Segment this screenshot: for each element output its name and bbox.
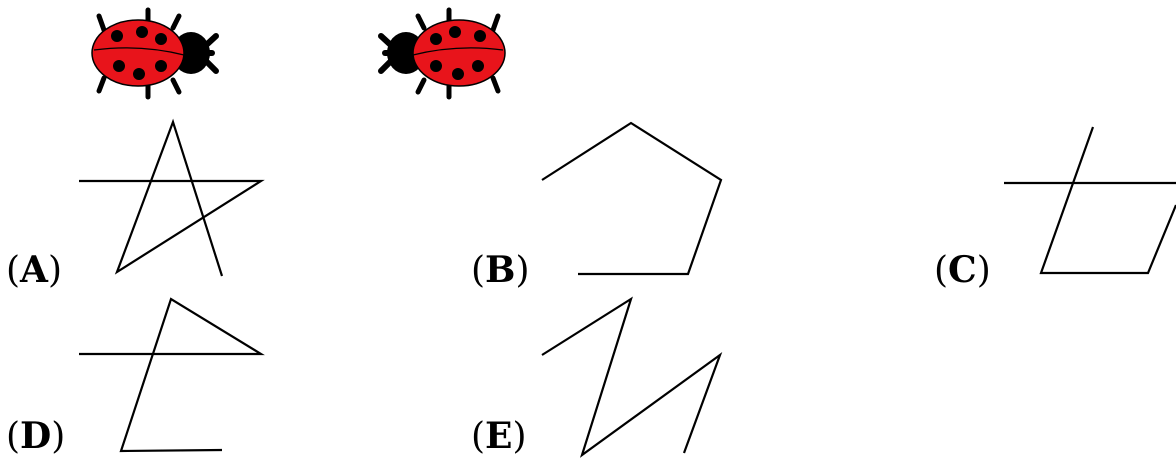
option-a-label: (A) — [6, 249, 63, 291]
option-c-label: (C) — [934, 249, 991, 291]
path-option-b — [541, 121, 723, 276]
option-e-label: (E) — [471, 415, 527, 457]
path-option-a — [79, 118, 265, 277]
ladybug-right-icon — [91, 7, 219, 100]
option-b-label: (B) — [471, 249, 530, 291]
option-d-label: (D) — [6, 415, 66, 457]
path-option-e — [541, 296, 723, 458]
ladybug-left-icon — [378, 7, 506, 100]
path-option-c-body — [1039, 126, 1176, 275]
path-option-d — [79, 297, 265, 453]
